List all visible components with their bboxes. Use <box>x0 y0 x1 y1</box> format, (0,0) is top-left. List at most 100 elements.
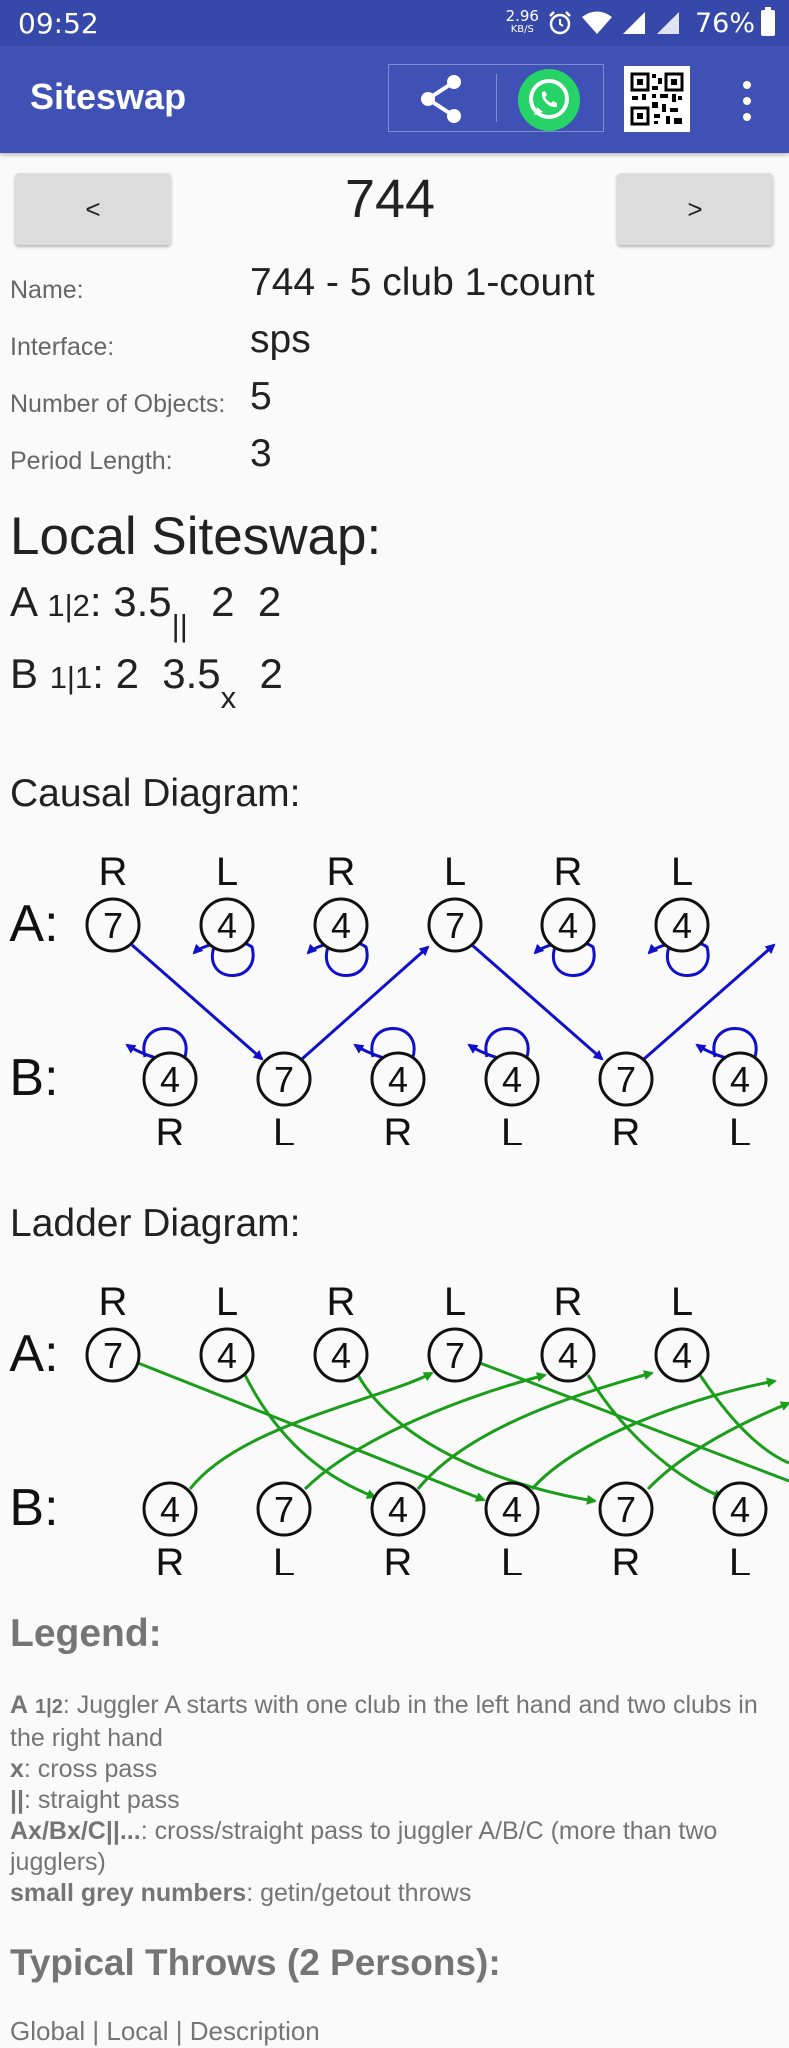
hand-label: R <box>554 850 583 894</box>
legend-item: small grey numbers: getin/getout throws <box>10 1878 770 1909</box>
throw-node-label: 7 <box>274 1059 294 1100</box>
throw-node-label: 7 <box>103 1335 123 1376</box>
throw-node <box>370 1481 426 1537</box>
hand-label: R <box>327 1280 356 1324</box>
legend-key: Ax/Bx/C||... <box>10 1817 141 1845</box>
causal-self-arrow <box>467 1027 530 1062</box>
throw-node-label: 4 <box>558 905 578 946</box>
signal-icon <box>622 12 645 34</box>
throw-node-label: 4 <box>388 1059 408 1100</box>
throw-node <box>654 1327 710 1383</box>
throw-node <box>427 897 483 953</box>
qr-code-icon[interactable] <box>624 66 690 132</box>
throw-node-label: 4 <box>388 1489 408 1530</box>
throw-node <box>427 1327 483 1383</box>
hand-label: L <box>729 1111 751 1145</box>
network-speed-unit: KB/S <box>510 24 534 35</box>
hand-label: L <box>444 1280 466 1324</box>
status-icons: 2.96 KB/S 76% <box>506 7 775 39</box>
legend-key: small grey numbers <box>10 1879 247 1907</box>
causal-arrow <box>643 943 776 1061</box>
hand-label: L <box>501 1111 523 1145</box>
row-a-label: A: <box>9 895 58 953</box>
legend-item: x: cross pass <box>10 1754 770 1785</box>
objects-label: Number of Objects: <box>10 390 226 418</box>
legend-item: A 1|2: Juggler A starts with one club in… <box>10 1690 770 1754</box>
ladder-arrow <box>479 1361 789 1483</box>
throw-value: 2 <box>259 650 283 697</box>
throw-node-label: 4 <box>730 1059 750 1100</box>
ladder-arrow <box>137 1361 486 1502</box>
causal-self-arrow <box>353 1027 416 1062</box>
throw-value: 2 <box>257 578 282 625</box>
objects-value: 5 <box>250 375 272 418</box>
legend-item: Ax/Bx/C||...: cross/straight pass to jug… <box>10 1816 770 1878</box>
battery: 76% <box>695 7 775 39</box>
ladder-arrow <box>530 1377 777 1490</box>
hand-label: R <box>384 1111 413 1145</box>
signal-icon-secondary <box>656 12 679 34</box>
ladder-arrow <box>416 1370 654 1490</box>
throw-node <box>142 1481 198 1537</box>
throw-node <box>313 1327 369 1383</box>
causal-diagram-heading: Causal Diagram: <box>10 772 301 815</box>
throw-node-label: 4 <box>331 905 351 946</box>
throw-node-label: 4 <box>672 1335 692 1376</box>
throw-value: 2 <box>115 650 139 697</box>
hand-label: R <box>99 1280 128 1324</box>
app-bar: Siteswap <box>0 46 789 153</box>
hand-label: L <box>671 850 693 894</box>
juggler-label: A <box>10 578 36 625</box>
more-vert-icon[interactable] <box>732 76 762 126</box>
throw-node <box>370 1051 426 1107</box>
row-a-label: A: <box>9 1325 58 1383</box>
throw-node <box>540 897 596 953</box>
pass-type: || <box>171 608 188 643</box>
typical-throws-heading: Typical Throws (2 Persons): <box>10 1942 501 1983</box>
share-icon[interactable] <box>410 68 472 130</box>
causal-arrow <box>471 943 604 1061</box>
hand-label: R <box>156 1111 185 1145</box>
causal-self-arrow <box>695 1027 758 1062</box>
whatsapp-icon[interactable] <box>516 67 582 133</box>
throw-node-label: 4 <box>558 1335 578 1376</box>
hand-label: R <box>612 1541 641 1575</box>
legend-key: A <box>10 1691 29 1719</box>
throw-node-label: 7 <box>274 1489 294 1530</box>
alarm-icon <box>549 11 571 35</box>
throw-node-label: 4 <box>217 905 237 946</box>
legend-key: || <box>10 1786 24 1814</box>
legend-body: A 1|2: Juggler A starts with one club in… <box>10 1690 770 1909</box>
period-label: Period Length: <box>10 447 173 475</box>
legend-item: ||: straight pass <box>10 1785 770 1816</box>
throw-node <box>654 897 710 953</box>
legend-key-hands: 1|2 <box>35 1696 63 1718</box>
ladder-arrow <box>188 1371 434 1490</box>
next-button[interactable]: > <box>617 173 773 245</box>
throw-node <box>199 897 255 953</box>
previous-button[interactable]: < <box>15 173 171 245</box>
hand-count: 1|1 <box>49 660 93 695</box>
throw-node-label: 4 <box>160 1489 180 1530</box>
interface-value: sps <box>250 318 311 361</box>
hand-label: L <box>273 1541 295 1575</box>
pass-type: x <box>220 680 237 715</box>
throw-node <box>484 1051 540 1107</box>
status-time: 09:52 <box>18 6 99 40</box>
legend-heading: Legend: <box>10 1612 162 1655</box>
local-row-b: B 1|1: 2 3.5x 2 <box>10 650 283 715</box>
period-value: 3 <box>250 432 272 475</box>
ladder-arrow <box>303 1372 547 1491</box>
throw-node-label: 7 <box>616 1059 636 1100</box>
throw-node <box>256 1051 312 1107</box>
ladder-arrow <box>646 1401 789 1491</box>
throw-node <box>712 1481 768 1537</box>
throw-value: 3.5 <box>162 650 221 697</box>
hand-label: R <box>554 1280 583 1324</box>
causal-arrow <box>301 945 430 1061</box>
throw-node <box>598 1051 654 1107</box>
hand-label: L <box>444 850 466 894</box>
throw-node <box>85 897 141 953</box>
local-siteswap-heading: Local Siteswap: <box>10 507 382 566</box>
